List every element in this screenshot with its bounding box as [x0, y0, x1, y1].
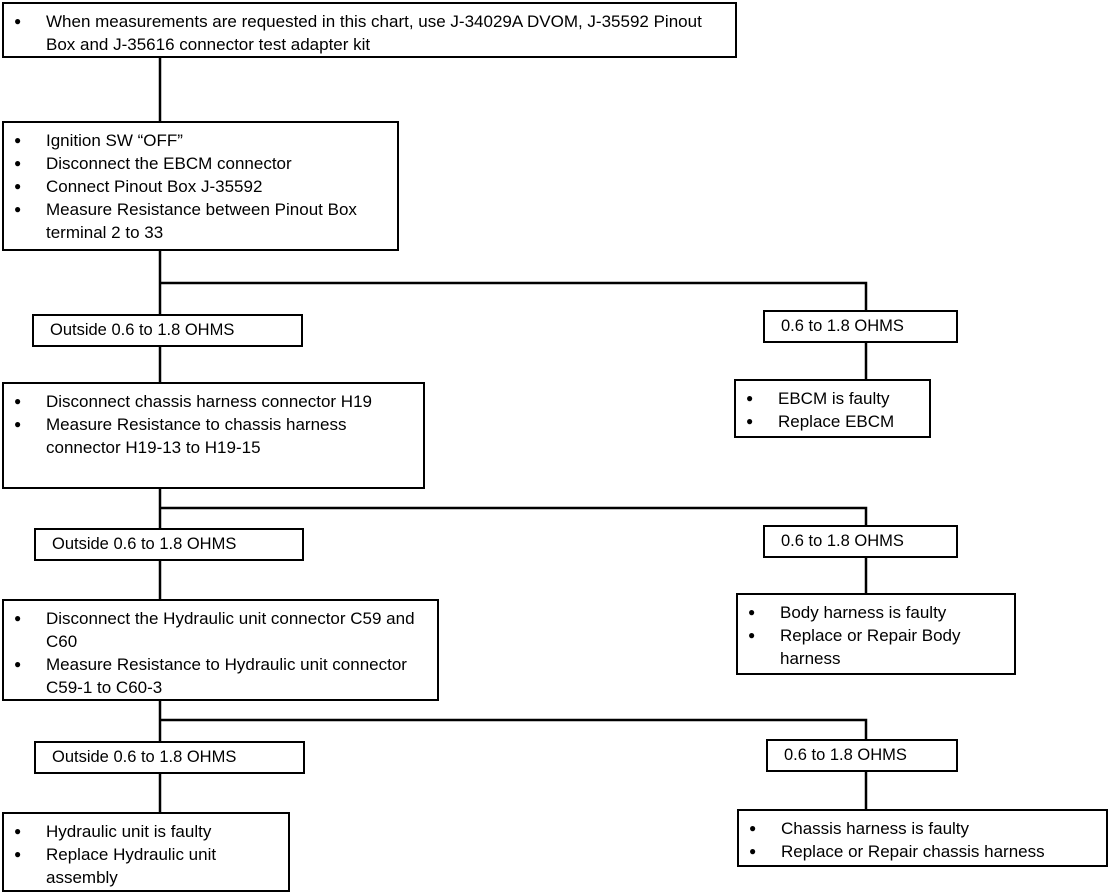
step2-item: Disconnect chassis harness connector H19: [14, 390, 413, 413]
branch1-inside-text: 0.6 to 1.8 OHMS: [781, 317, 904, 335]
step3-item: Measure Resistance to Hydraulic unit con…: [14, 653, 427, 699]
instructions-box: When measurements are requested in this …: [2, 2, 737, 58]
step3-item: Disconnect the Hydraulic unit connector …: [14, 607, 427, 653]
step3-box: Disconnect the Hydraulic unit connector …: [2, 599, 439, 701]
instruction-item: When measurements are requested in this …: [14, 10, 725, 56]
result2-box: Body harness is faulty Replace or Repair…: [736, 593, 1016, 675]
step1-box: Ignition SW “OFF” Disconnect the EBCM co…: [2, 121, 399, 251]
branch2-inside-label: 0.6 to 1.8 OHMS: [763, 525, 958, 558]
result4-item: Chassis harness is faulty: [749, 817, 1096, 840]
branch1-outside-label: Outside 0.6 to 1.8 OHMS: [32, 314, 303, 347]
step1-item: Disconnect the EBCM connector: [14, 152, 387, 175]
branch2-outside-text: Outside 0.6 to 1.8 OHMS: [52, 535, 237, 553]
branch2-outside-label: Outside 0.6 to 1.8 OHMS: [34, 528, 304, 561]
result3-item: Hydraulic unit is faulty: [14, 820, 278, 843]
branch3-outside-label: Outside 0.6 to 1.8 OHMS: [34, 741, 305, 774]
step2-item: Measure Resistance to chassis harness co…: [14, 413, 413, 459]
result2-item: Body harness is faulty: [748, 601, 1004, 624]
branch1-inside-label: 0.6 to 1.8 OHMS: [763, 310, 958, 343]
result4-item: Replace or Repair chassis harness: [749, 840, 1096, 863]
result3-box: Hydraulic unit is faulty Replace Hydraul…: [2, 812, 290, 892]
branch3-outside-text: Outside 0.6 to 1.8 OHMS: [52, 748, 237, 766]
branch3-inside-text: 0.6 to 1.8 OHMS: [784, 746, 907, 764]
step1-item: Connect Pinout Box J-35592: [14, 175, 387, 198]
result4-box: Chassis harness is faulty Replace or Rep…: [737, 809, 1108, 867]
branch3-inside-label: 0.6 to 1.8 OHMS: [766, 739, 958, 772]
result1-box: EBCM is faulty Replace EBCM: [734, 379, 931, 438]
branch2-inside-text: 0.6 to 1.8 OHMS: [781, 532, 904, 550]
result1-item: Replace EBCM: [746, 410, 919, 433]
step1-item: Ignition SW “OFF”: [14, 129, 387, 152]
result2-item: Replace or Repair Body harness: [748, 624, 1004, 670]
step2-box: Disconnect chassis harness connector H19…: [2, 382, 425, 489]
step1-item: Measure Resistance between Pinout Box te…: [14, 198, 387, 244]
result1-item: EBCM is faulty: [746, 387, 919, 410]
branch1-outside-text: Outside 0.6 to 1.8 OHMS: [50, 321, 235, 339]
result3-item: Replace Hydraulic unit assembly: [14, 843, 278, 889]
